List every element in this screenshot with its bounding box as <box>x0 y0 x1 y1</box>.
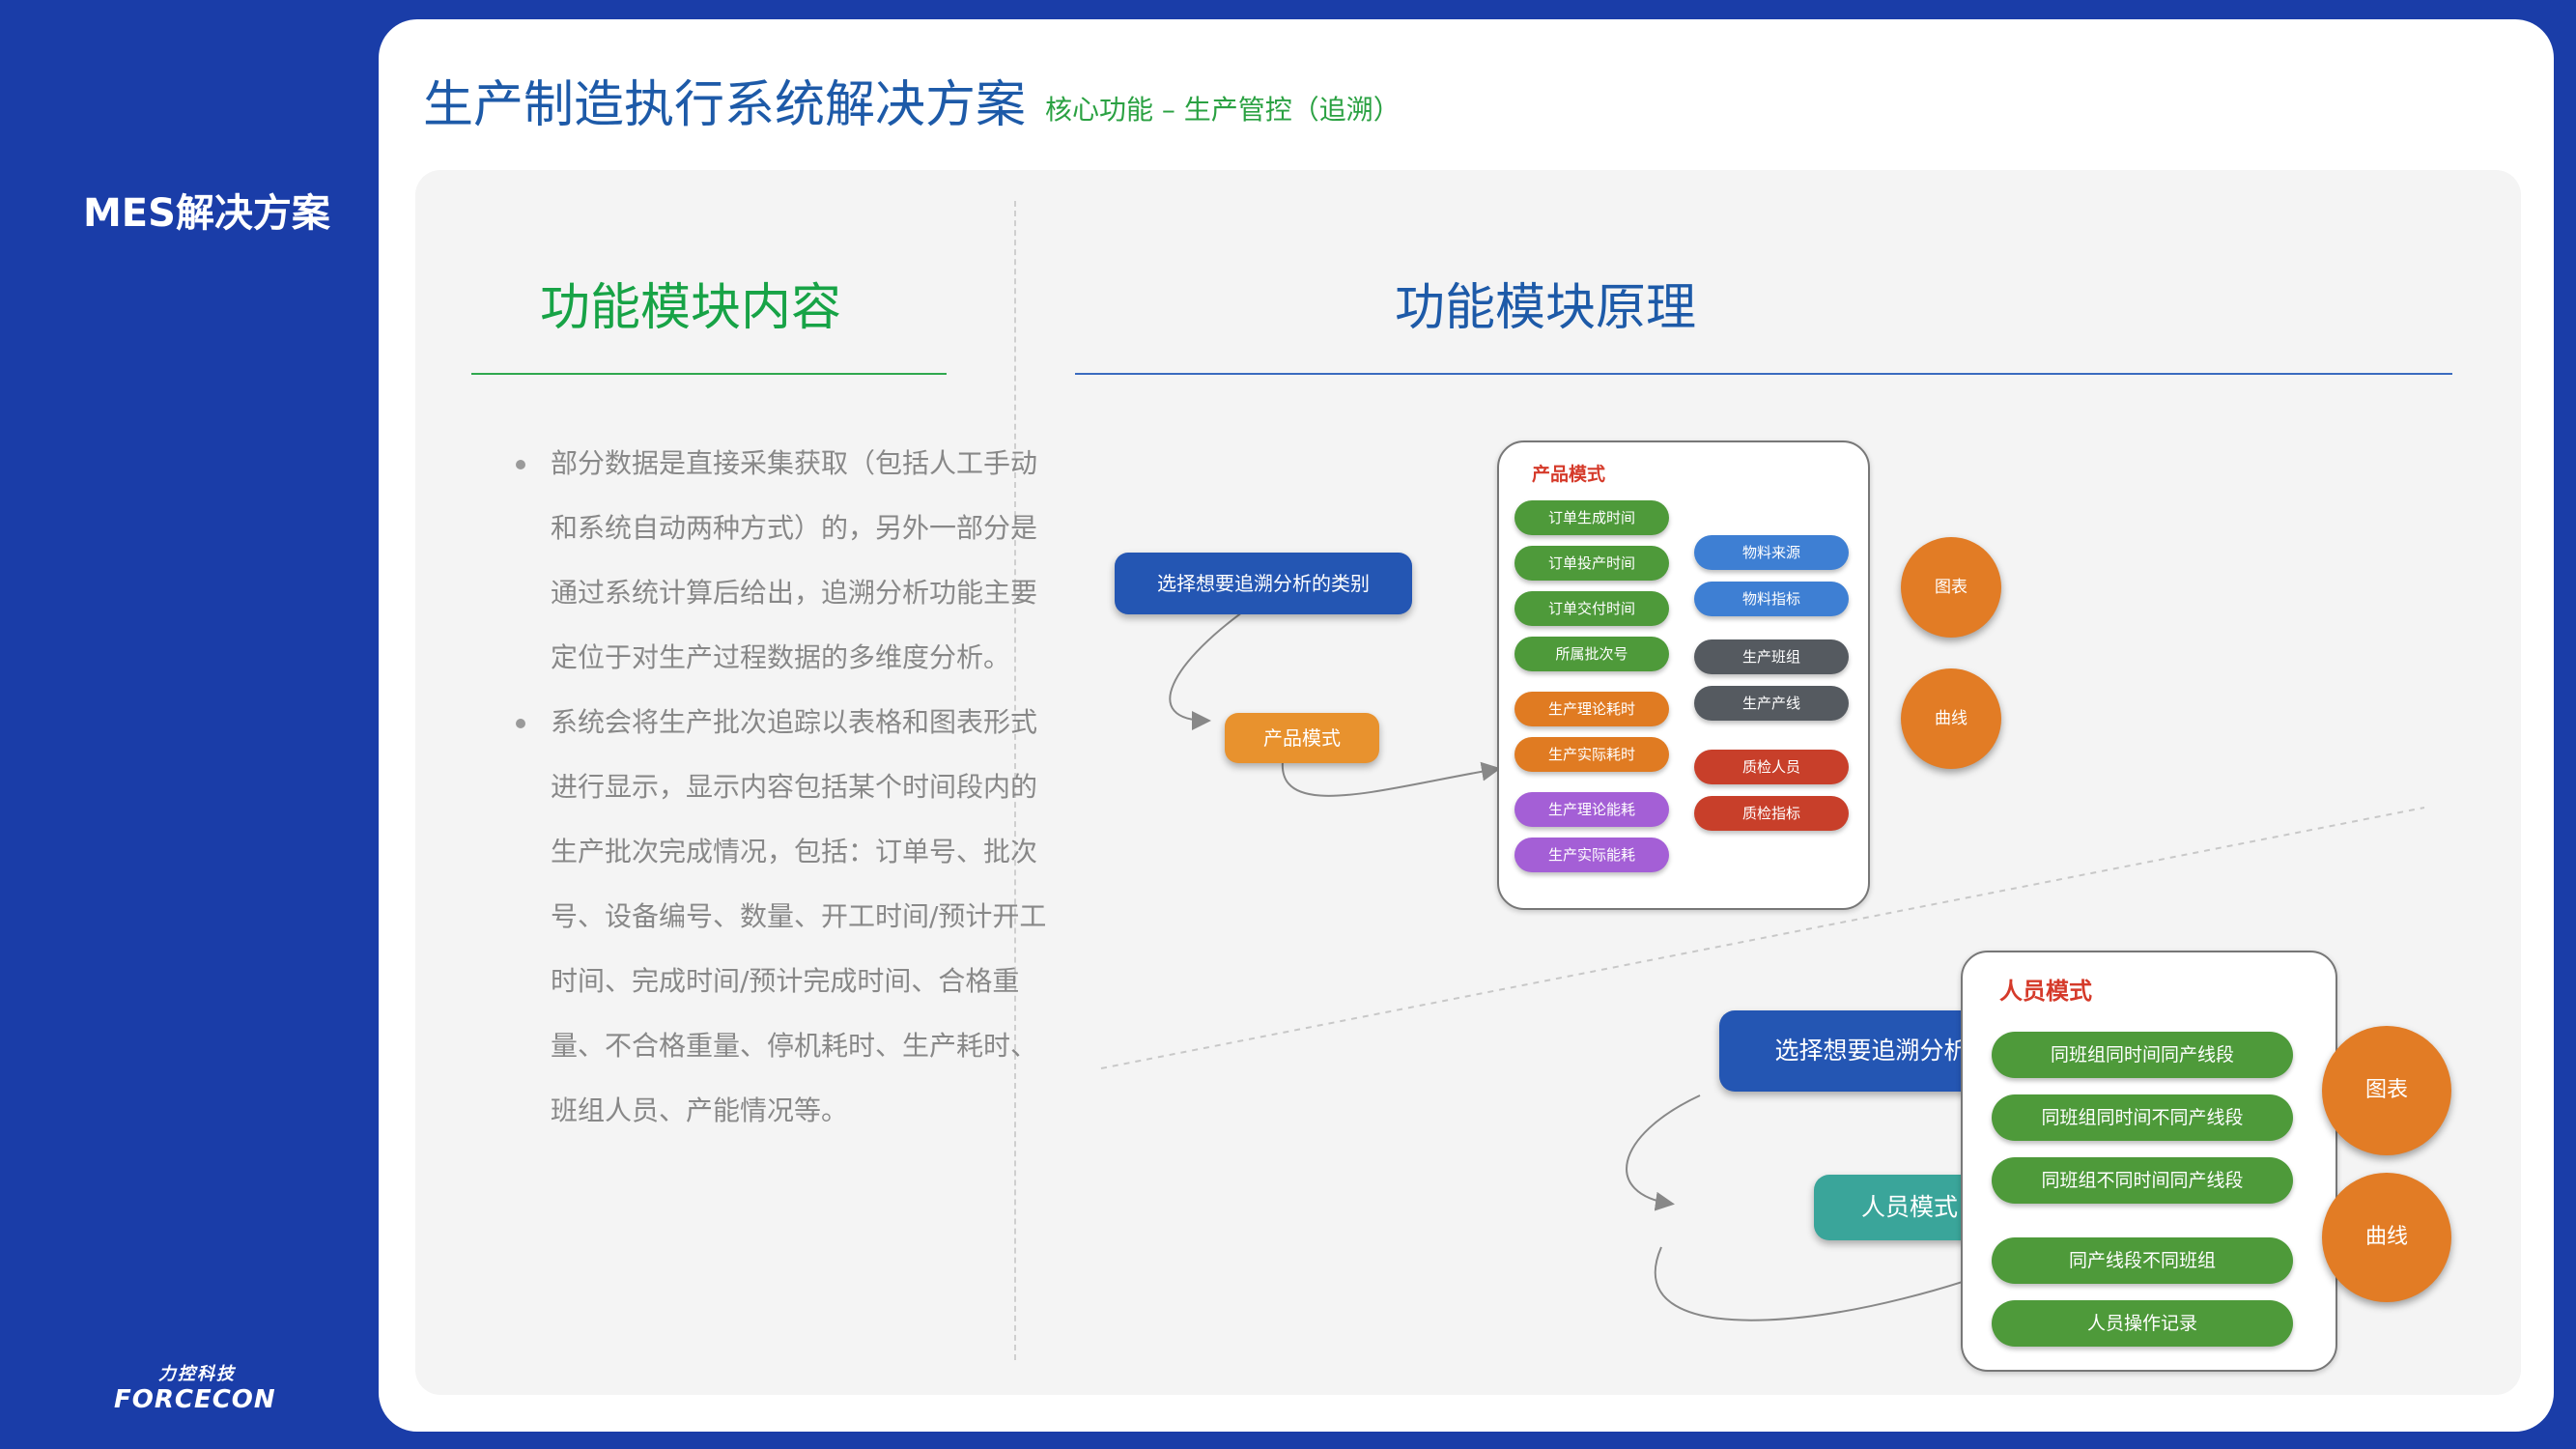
bullet-list: 部分数据是直接采集获取（包括人工手动和系统自动两种方式）的，另外一部分是通过系统… <box>473 431 1053 1143</box>
people-box-title: 人员模式 <box>1999 978 2092 1005</box>
main-panel: 生产制造执行系统解决方案 核心功能 – 生产管控（追溯） 功能模块内容 部分数据… <box>379 19 2554 1432</box>
trace-field-pill[interactable]: 同班组不同时间同产线段 <box>1992 1157 2293 1204</box>
trace-field-pill[interactable]: 所属批次号 <box>1514 637 1669 671</box>
trace-field-pill[interactable]: 订单交付时间 <box>1514 591 1669 626</box>
column-divider <box>1014 201 1016 1360</box>
product-box-title: 产品模式 <box>1532 464 1606 485</box>
right-heading-underline <box>1075 373 2452 375</box>
left-heading-underline <box>471 373 947 375</box>
trace-field-pill[interactable]: 订单投产时间 <box>1514 546 1669 581</box>
product-mode-button[interactable]: 产品模式 <box>1225 713 1379 763</box>
connector-product-2 <box>1281 749 1501 797</box>
bullet-item: 系统会将生产批次追踪以表格和图表形式进行显示，显示内容包括某个时间段内的生产批次… <box>516 690 1053 1143</box>
product-chart-output[interactable]: 图表 <box>1901 537 2001 638</box>
trace-field-pill[interactable]: 同班组同时间不同产线段 <box>1992 1094 2293 1141</box>
trace-field-pill[interactable]: 生产理论能耗 <box>1514 792 1669 827</box>
right-heading: 功能模块原理 <box>1394 279 1696 337</box>
product-select-button[interactable]: 选择想要追溯分析的类别 <box>1115 553 1412 614</box>
trace-field-pill[interactable]: 同班组同时间同产线段 <box>1992 1032 2293 1078</box>
logo-en: FORCECON <box>114 1385 276 1414</box>
trace-field-pill[interactable]: 质检人员 <box>1694 750 1849 784</box>
trace-field-pill[interactable]: 生产班组 <box>1694 639 1849 674</box>
logo-cn: 力控科技 <box>158 1364 236 1384</box>
connector-product-1 <box>1169 602 1257 730</box>
content-area: 功能模块内容 部分数据是直接采集获取（包括人工手动和系统自动两种方式）的，另外一… <box>415 170 2521 1395</box>
brand-logo: 力控科技 FORCECON <box>114 1360 276 1414</box>
people-mode-box: 人员模式 同班组同时间同产线段同班组同时间不同产线段同班组不同时间同产线段同产线… <box>1961 951 2337 1372</box>
trace-field-pill[interactable]: 生产实际能耗 <box>1514 838 1669 872</box>
page-title: 生产制造执行系统解决方案 <box>423 76 1027 134</box>
trace-field-pill[interactable]: 同产线段不同班组 <box>1992 1237 2293 1284</box>
connector-people-1 <box>1626 1094 1701 1211</box>
page-subtitle: 核心功能 – 生产管控（追溯） <box>1045 94 1401 126</box>
trace-field-pill[interactable]: 物料指标 <box>1694 582 1849 616</box>
people-chart-output[interactable]: 图表 <box>2322 1026 2451 1155</box>
product-mode-box: 产品模式 订单生成时间订单投产时间订单交付时间所属批次号生产理论耗时生产实际耗时… <box>1497 440 1870 910</box>
trace-field-pill[interactable]: 订单生成时间 <box>1514 500 1669 535</box>
left-heading: 功能模块内容 <box>539 279 841 337</box>
trace-field-pill[interactable]: 生产产线 <box>1694 686 1849 721</box>
trace-field-pill[interactable]: 生产理论耗时 <box>1514 692 1669 726</box>
trace-field-pill[interactable]: 人员操作记录 <box>1992 1300 2293 1347</box>
trace-field-pill[interactable]: 生产实际耗时 <box>1514 737 1669 772</box>
trace-field-pill[interactable]: 质检指标 <box>1694 796 1849 831</box>
bullet-item: 部分数据是直接采集获取（包括人工手动和系统自动两种方式）的，另外一部分是通过系统… <box>516 431 1053 690</box>
product-curve-output[interactable]: 曲线 <box>1901 668 2001 769</box>
people-curve-output[interactable]: 曲线 <box>2322 1173 2451 1302</box>
trace-diagram: 选择想要追溯分析的类别 产品模式 产品模式 订单生成时间订单投产时间订单交付时间… <box>415 170 2521 1395</box>
sidebar-title: MES解决方案 <box>83 191 330 236</box>
trace-field-pill[interactable]: 物料来源 <box>1694 535 1849 570</box>
diagonal-separator <box>1100 807 2425 1069</box>
